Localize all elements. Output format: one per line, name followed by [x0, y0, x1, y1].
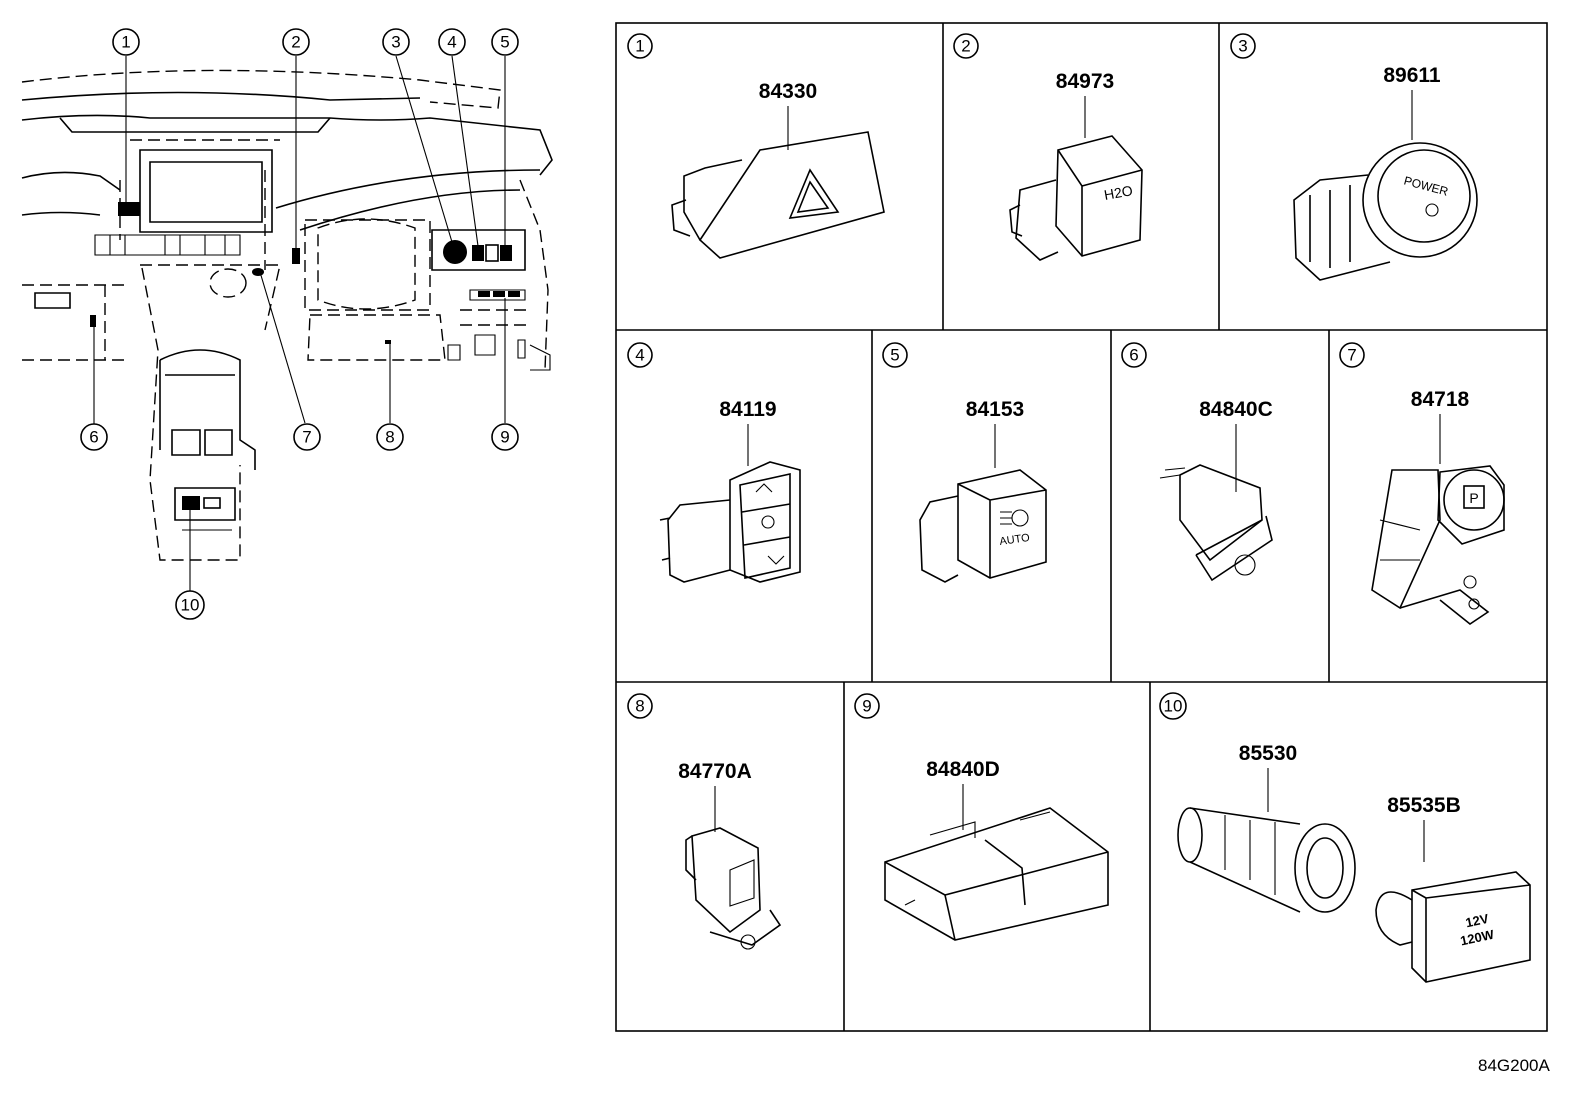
callout-4: 4: [438, 28, 466, 56]
svg-text:4: 4: [447, 33, 456, 52]
svg-text:3: 3: [1238, 37, 1247, 56]
panel-3: 3 89611 POWER: [1230, 33, 1478, 281]
part-number-85530: 85530: [1239, 742, 1297, 765]
svg-text:120W: 120W: [1459, 927, 1496, 949]
park-switch-icon: P: [1371, 465, 1505, 625]
panel-9: 9 84840D: [854, 693, 1109, 941]
svg-text:5: 5: [500, 33, 509, 52]
svg-text:9: 9: [500, 428, 509, 447]
svg-text:8: 8: [635, 697, 644, 716]
h2o-switch-icon: H2O: [1009, 135, 1143, 261]
svg-text:6: 6: [1129, 346, 1138, 365]
part-number-84973: 84973: [1056, 70, 1114, 93]
part-number-89611: 89611: [1383, 64, 1441, 87]
small-switch-icon: [685, 827, 782, 950]
power-switch-icon: POWER: [1293, 142, 1478, 281]
dashboard-overview: 1 2 3 4 5 6 7 8 9 10: [21, 28, 553, 620]
svg-text:12V: 12V: [1464, 911, 1490, 931]
panel-6: 6 84840C: [1121, 342, 1273, 582]
panel-8: 8 84770A: [627, 693, 782, 950]
diagram-id: 84G200A: [1478, 1056, 1550, 1075]
panel-2: 2 84973 H2O: [953, 33, 1143, 261]
callout-8: 8: [376, 423, 404, 451]
svg-text:POWER: POWER: [1402, 174, 1450, 199]
svg-text:4: 4: [635, 346, 644, 365]
svg-text:P: P: [1469, 490, 1478, 506]
twin-switch-icon: [884, 807, 1109, 941]
parts-grid: [615, 22, 1548, 1032]
callout-1: 1: [112, 28, 140, 56]
callout-6: 6: [80, 423, 108, 451]
power-outlet-icon: [1177, 807, 1356, 913]
svg-text:7: 7: [302, 428, 311, 447]
svg-text:1: 1: [121, 33, 130, 52]
svg-text:AUTO: AUTO: [999, 532, 1031, 548]
part-number-84840C: 84840C: [1199, 398, 1273, 421]
panel-5: 5 84153 AUTO: [882, 342, 1047, 583]
panel-10: 10 85530 85535B 12V 120W: [1159, 692, 1531, 983]
callout-5: 5: [491, 28, 519, 56]
svg-text:8: 8: [385, 428, 394, 447]
panel-1: 1 84330: [627, 33, 885, 259]
part-number-84119: 84119: [719, 398, 776, 421]
part-number-84718: 84718: [1411, 388, 1470, 411]
svg-text:H2O: H2O: [1103, 182, 1134, 203]
part-number-84330: 84330: [759, 80, 817, 103]
svg-text:6: 6: [89, 428, 98, 447]
panel-4: 4 84119: [627, 342, 801, 583]
svg-text:10: 10: [181, 596, 200, 615]
part-number-84153: 84153: [966, 398, 1024, 421]
callout-7: 7: [293, 423, 321, 451]
hazard-switch-icon: [671, 131, 885, 259]
svg-text:3: 3: [391, 33, 400, 52]
svg-text:1: 1: [635, 37, 644, 56]
svg-text:2: 2: [291, 33, 300, 52]
svg-text:10: 10: [1164, 697, 1183, 716]
part-number-85535B: 85535B: [1387, 794, 1461, 817]
callout-2: 2: [282, 28, 310, 56]
callout-9: 9: [491, 423, 519, 451]
mirror-switch-icon: [659, 461, 801, 583]
svg-text:7: 7: [1347, 346, 1356, 365]
part-number-84840D: 84840D: [926, 758, 1000, 781]
svg-text:5: 5: [890, 346, 899, 365]
svg-text:2: 2: [961, 37, 970, 56]
small-switch-icon: [1159, 464, 1273, 582]
part-number-84770A: 84770A: [678, 760, 752, 783]
auto-light-switch-icon: AUTO: [919, 469, 1047, 583]
callout-3: 3: [382, 28, 410, 56]
svg-text:9: 9: [862, 697, 871, 716]
power-outlet-icon: 12V 120W: [1375, 871, 1531, 983]
callout-10: 10: [175, 590, 205, 620]
panel-7: 7 84718 P: [1339, 342, 1505, 625]
